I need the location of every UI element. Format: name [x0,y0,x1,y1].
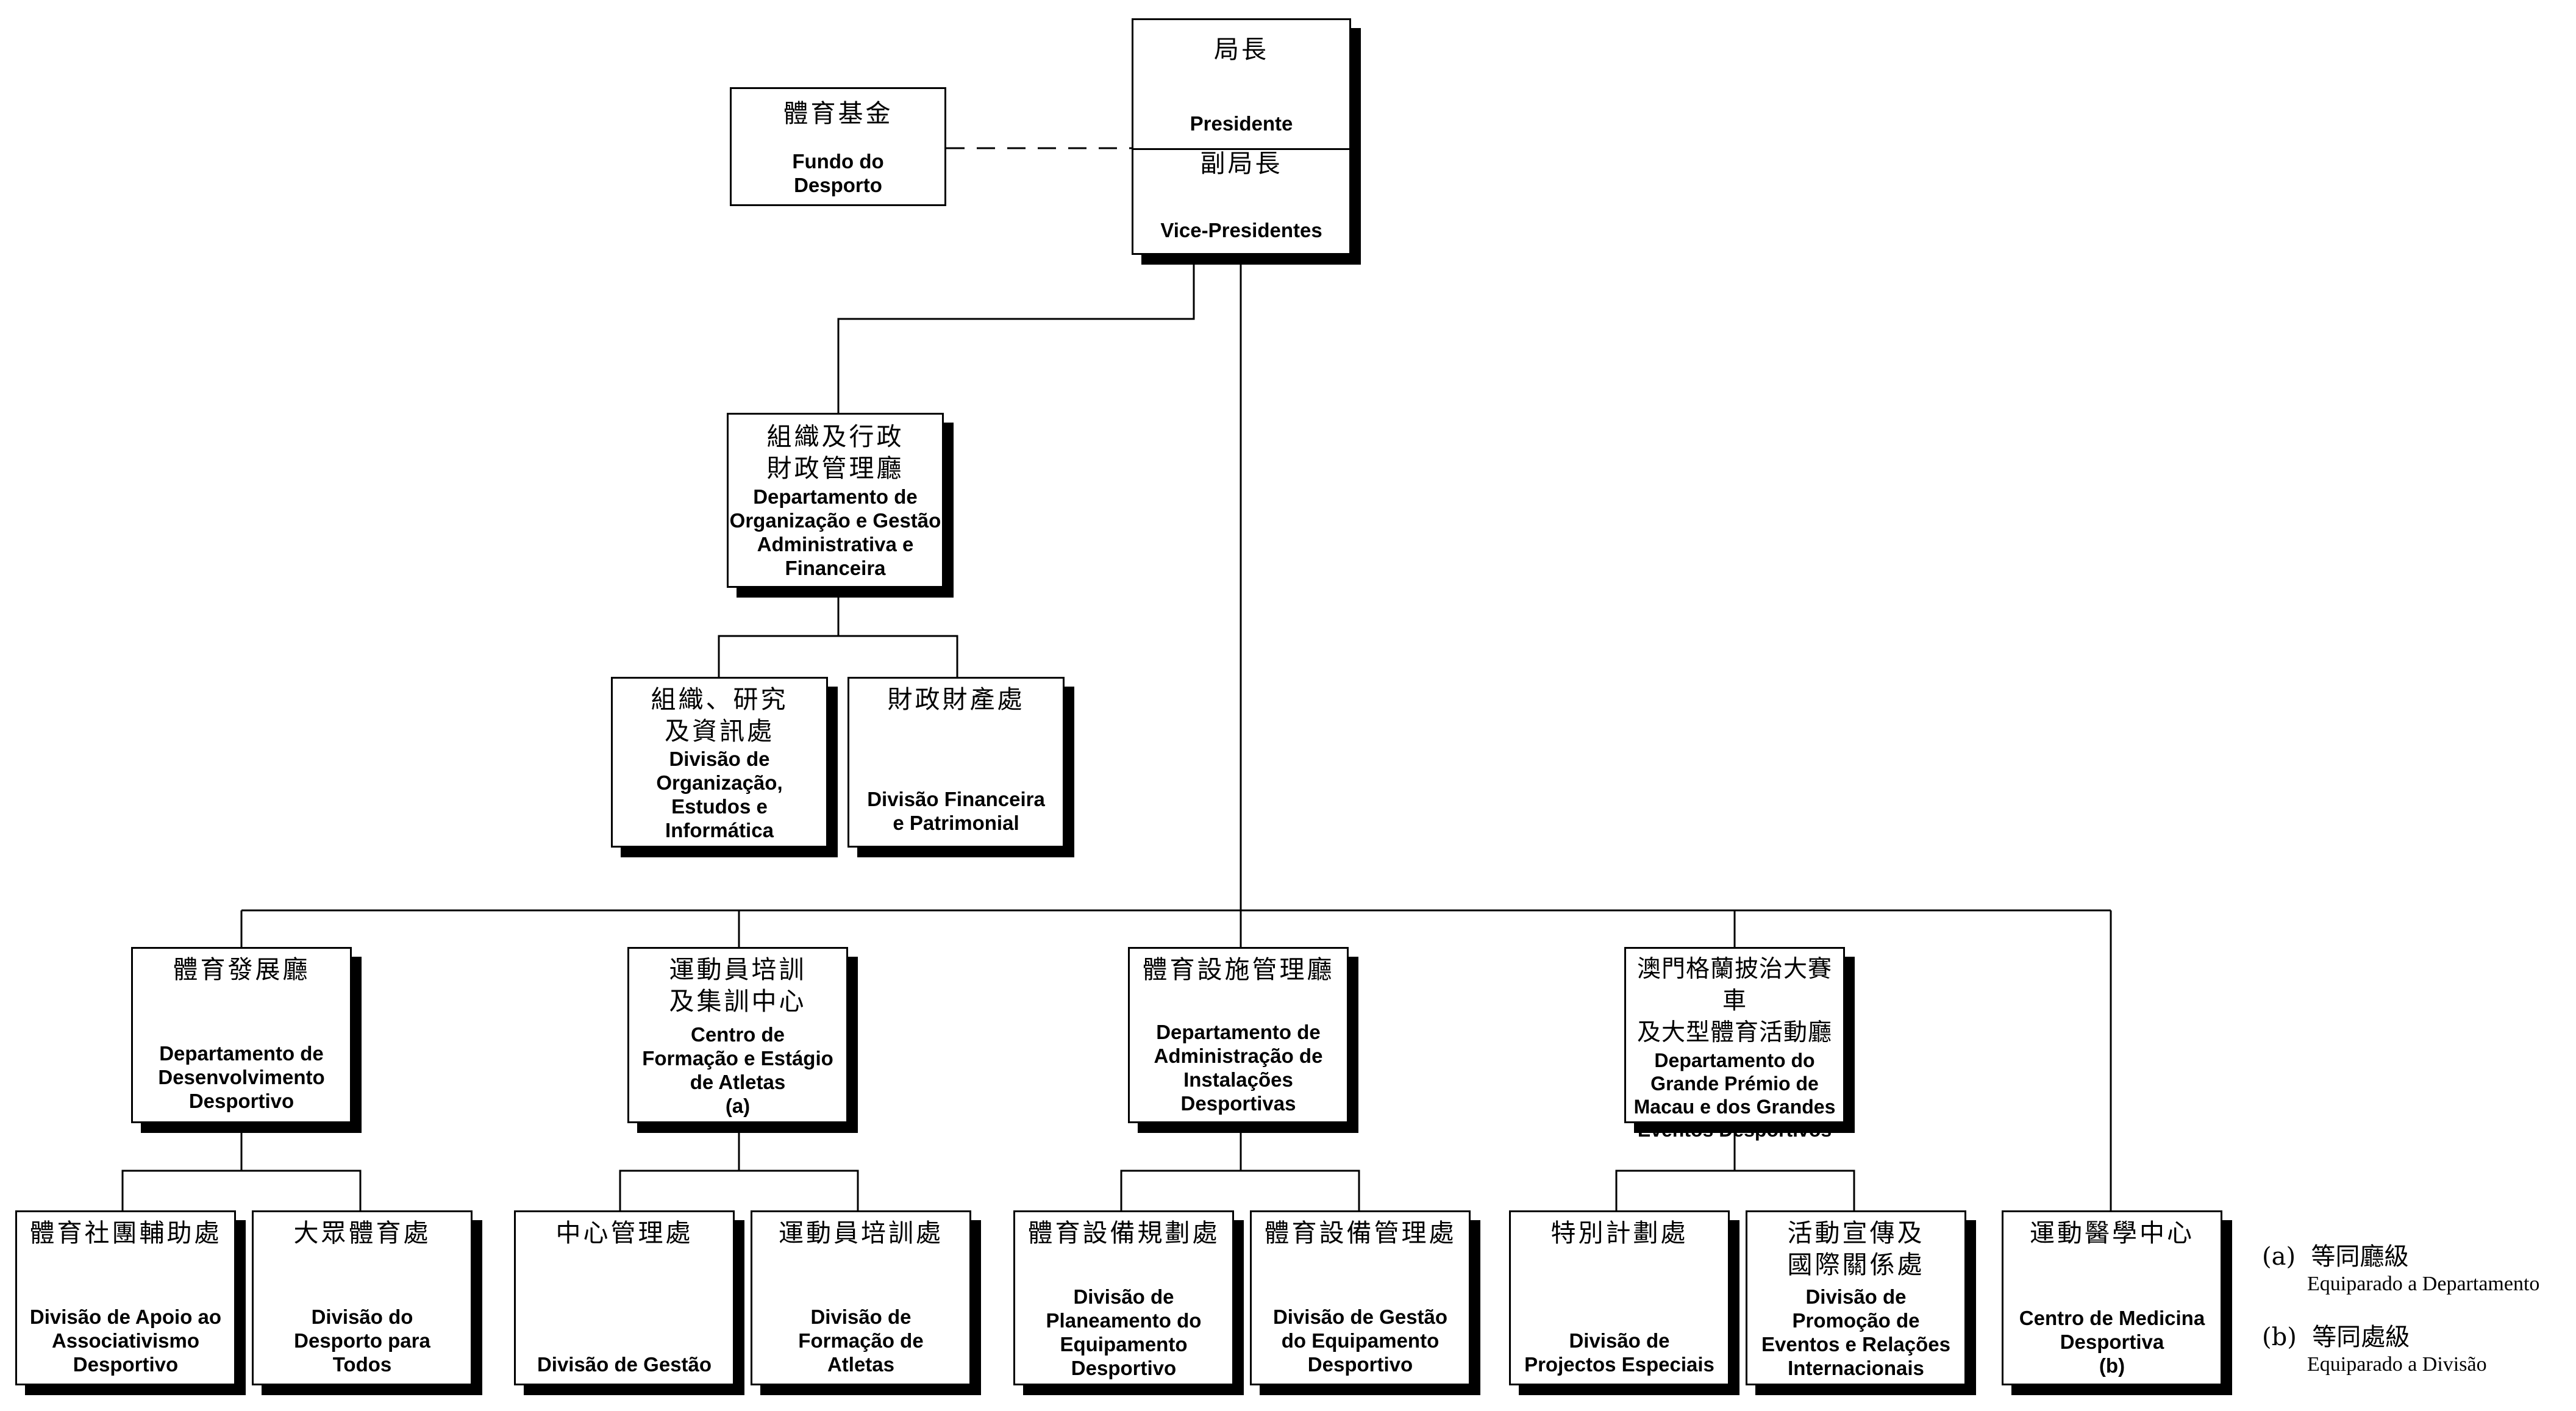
presidente-zh: 局長 [1214,35,1269,64]
department-2-box: 運動員培訓 及集訓中心 Centro de Formação e Estágio… [627,947,848,1123]
department-3-box: 體育設施管理廳 Departamento de Administração de… [1128,947,1349,1123]
dept4-division-2-pt: Divisão de Promoção de Eventos e Relaçõe… [1761,1285,1950,1379]
presidente-box: 局長 Presidente 副局長 Vice-Presidentes [1132,18,1351,255]
dept1-division-1-box: 體育社團輔助處 Divisão de Apoio ao Associativis… [15,1210,236,1385]
dept3-division-2-pt: Divisão de Gestão do Equipamento Desport… [1272,1306,1448,1376]
department-3-zh: 體育設施管理廳 [1142,955,1335,984]
dept1-division-2-box: 大眾體育處 Divisão do Desporto para Todos [252,1210,473,1385]
fundo-zh: 體育基金 [783,99,893,128]
dept2-division-1-zh: 中心管理處 [555,1218,693,1248]
department-4-pt: Departamento do Grande Prémio de Macau e… [1633,1049,1836,1141]
dept1-division-1-pt: Divisão de Apoio ao Associativismo Despo… [29,1306,222,1376]
medicina-box: 運動醫學中心 Centro de Medicina Desportiva (b) [2002,1210,2222,1385]
medicina-pt: Centro de Medicina Desportiva (b) [2019,1307,2205,1377]
department-3-pt: Departamento de Administração de Instala… [1154,1021,1323,1115]
legend-b-pt: Equiparado a Divisão [2307,1353,2487,1376]
legend-a-zh: (a) 等同廳級 [2262,1243,2409,1271]
dept3-division-1-zh: 體育設備規劃處 [1027,1218,1220,1248]
dept2-division-1-box: 中心管理處 Divisão de Gestão [514,1210,735,1385]
dept3-division-1-box: 體育設備規劃處 Divisão de Planeamento do Equipa… [1013,1210,1234,1385]
fundo-pt: Fundo do Desporto [792,150,884,196]
department-2-pt: Centro de Formação e Estágio de Atletas … [642,1023,833,1117]
vice-presidentes-pt: Vice-Presidentes [1160,219,1322,241]
department-4-zh: 澳門格蘭披治大賽車 及大型體育活動廳 [1636,956,1832,1046]
legend-a-pt: Equiparado a Departamento [2307,1273,2540,1295]
dogaf-division-2-pt: Divisão Financeira e Patrimonial [867,788,1045,834]
dept1-division-2-pt: Divisão do Desporto para Todos [294,1306,430,1376]
dept3-div-bus [1120,1170,1360,1210]
dept1-division-2-zh: 大眾體育處 [293,1218,431,1248]
dogaf-link-line [837,255,1195,413]
legend-item-a: (a) 等同廳級 Equiparado a Departamento [2262,1241,2539,1296]
dogaf-division-1-pt: Divisão de Organização, Estudos e Inform… [656,748,783,841]
dogaf-division-1-zh: 組織、研究 及資訊處 [651,685,788,746]
fundo-box: 體育基金 Fundo do Desporto [730,87,946,206]
dogaf-division-2-zh: 財政財產處 [887,685,1025,714]
dept2-division-1-pt: Divisão de Gestão [537,1353,712,1376]
dogaf-division-1-box: 組織、研究 及資訊處 Divisão de Organização, Estud… [611,677,828,848]
dept1-div-bus [121,1170,362,1210]
department-1-box: 體育發展廳 Departamento de Desenvolvimento De… [131,947,352,1123]
legend-item-b: (b) 等同處級 Equiparado a Divisão [2262,1322,2487,1377]
dogaf-zh: 組織及行政 財政管理廳 [766,422,904,483]
dept4-division-1-pt: Divisão de Projectos Especiais [1524,1329,1714,1376]
department-4-box: 澳門格蘭披治大賽車 及大型體育活動廳 Departamento do Grand… [1624,947,1845,1141]
dept4-division-1-box: 特別計劃處 Divisão de Projectos Especiais [1509,1210,1730,1385]
dept3-division-2-box: 體育設備管理處 Divisão de Gestão do Equipamento… [1250,1210,1471,1385]
legend-b-zh: (b) 等同處級 [2262,1323,2410,1351]
medicina-zh: 運動醫學中心 [2030,1218,2194,1248]
department-1-pt: Departamento de Desenvolvimento Desporti… [158,1042,325,1112]
dept2-division-2-zh: 運動員培訓處 [779,1218,943,1248]
dept2-division-2-box: 運動員培訓處 Divisão de Formação de Atletas [751,1210,971,1385]
dogaf-division-2-box: 財政財產處 Divisão Financeira e Patrimonial [847,677,1065,848]
dept2-div-bus [619,1170,859,1210]
vice-presidentes-zh: 副局長 [1200,149,1283,178]
dept4-division-2-zh: 活動宣傳及 國際關係處 [1787,1218,1925,1279]
department-1-zh: 體育發展廳 [173,955,310,984]
presidente-divider [1133,148,1349,150]
dept4-div-bus [1615,1170,1855,1210]
presidente-pt: Presidente [1190,112,1293,135]
department-2-zh: 運動員培訓 及集訓中心 [669,955,807,1016]
dept1-division-1-zh: 體育社團輔助處 [29,1218,222,1248]
dept2-division-2-pt: Divisão de Formação de Atletas [798,1306,924,1376]
dept3-division-2-zh: 體育設備管理處 [1264,1218,1457,1248]
dogaf-divisions-bus [718,635,958,677]
dept3-division-1-pt: Divisão de Planeamento do Equipamento De… [1046,1285,1202,1379]
dept4-division-2-box: 活動宣傳及 國際關係處 Divisão de Promoção de Event… [1746,1210,1966,1385]
dogaf-box: 組織及行政 財政管理廳 Departamento de Organização … [727,413,944,588]
dept4-division-1-zh: 特別計劃處 [1550,1218,1688,1248]
dogaf-pt: Departamento de Organização e Gestão Adm… [729,485,941,579]
